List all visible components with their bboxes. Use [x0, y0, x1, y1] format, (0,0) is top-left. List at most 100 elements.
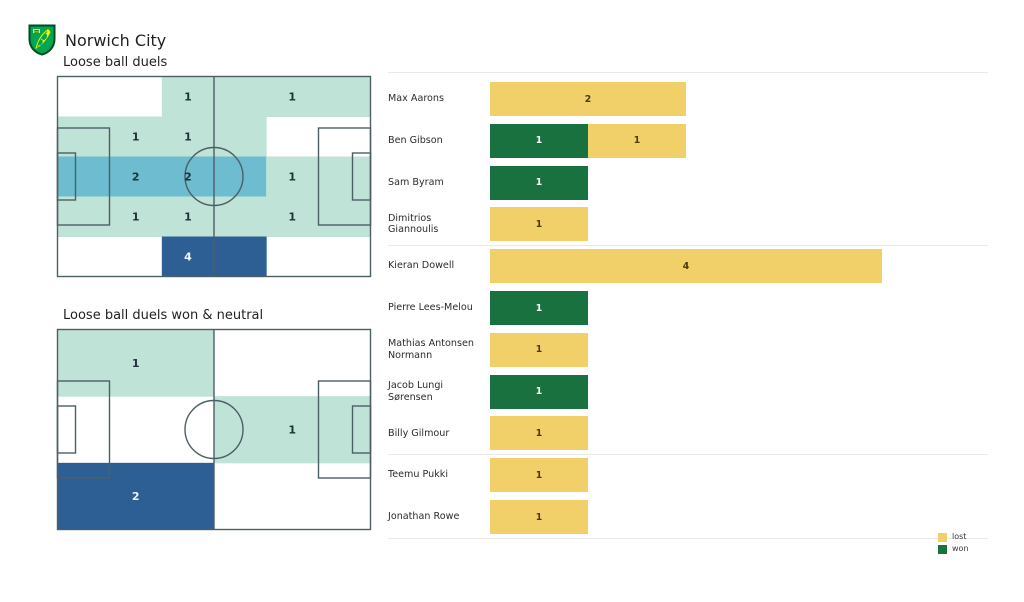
legend-label-won: won: [952, 544, 969, 553]
chart-row[interactable]: Pierre Lees-Melou 1: [388, 291, 988, 325]
pitch-heat-cell: [214, 396, 371, 464]
pitch-heat-cell: [161, 76, 215, 117]
pitch-heat-cell: [109, 116, 163, 157]
player-name-label: Pierre Lees-Melou: [388, 302, 473, 314]
stacked-bar: 1: [490, 207, 988, 242]
bar-segment-won[interactable]: 1: [490, 291, 588, 325]
pitch-cell-value: 1: [184, 211, 192, 224]
player-name-label: Max Aarons: [388, 93, 445, 105]
chart-row[interactable]: Jacob Lungi Sørensen 1: [388, 374, 988, 409]
pitch-cell-value: 2: [132, 490, 140, 503]
stacked-bar: 1: [490, 332, 988, 367]
stacked-bar: 1: [490, 458, 988, 493]
stacked-bar: 1: [490, 416, 988, 451]
team-header: Norwich City: [28, 24, 166, 56]
bar-segment-lost[interactable]: 1: [588, 123, 686, 158]
pitch-cell-value: 1: [288, 211, 296, 224]
chart-group-separator: [388, 245, 988, 247]
pitch-cell-value: 1: [184, 131, 192, 144]
bar-segment-lost[interactable]: 1: [490, 207, 588, 242]
pitch-cell-value: 1: [288, 424, 296, 437]
pitch-loose-ball-duels-won-neutral[interactable]: 1 1 2: [56, 328, 372, 531]
stacked-bar: 1: [490, 500, 988, 534]
pitch-heat-cell: [266, 196, 319, 237]
stacked-bar: 4: [490, 249, 988, 284]
pitch-heat-cell: [318, 196, 371, 237]
pitch-heat-cell: [318, 156, 371, 197]
legend-swatch-won-icon: [938, 544, 947, 554]
pitch-heat-cell: [214, 76, 267, 117]
pitch-heat-cell: [57, 196, 111, 237]
pitch-heat-cell: [266, 156, 319, 197]
pitch-cell-value: 1: [132, 211, 140, 224]
stacked-bar: 1: [490, 291, 988, 325]
stacked-bar: 1: [490, 165, 988, 200]
player-name-label: Teemu Pukki: [388, 469, 448, 481]
pitch-heat-cell: [57, 116, 111, 157]
stacked-bar: 1: [490, 374, 988, 409]
pitch-heat-cell: [214, 196, 267, 237]
legend-swatch-lost-icon: [938, 532, 947, 542]
player-name-label: Jacob Lungi Sørensen: [388, 380, 444, 403]
pitch-heat-cell: [109, 196, 163, 237]
pitch-markings: [56, 75, 372, 278]
legend-item-lost[interactable]: lost: [938, 531, 969, 543]
pitch-cell-value: 2: [132, 171, 140, 184]
pitch-markings: [56, 328, 372, 531]
pitch-heat-cell: [161, 196, 215, 237]
pitch-heat-cell: [266, 76, 319, 117]
bar-segment-lost[interactable]: 2: [490, 82, 686, 116]
pitch-heat-cell: [214, 236, 267, 277]
pitch-cell-value: 1: [288, 171, 296, 184]
pitch-heat-cell: [161, 116, 215, 157]
legend-item-won[interactable]: won: [938, 543, 969, 555]
legend-label-lost: lost: [952, 532, 967, 541]
bar-segment-won[interactable]: 1: [490, 374, 588, 409]
pitch-cell-value: 1: [184, 91, 192, 104]
pitch-heat-cell: [57, 329, 215, 397]
player-name-label: Billy Gilmour: [388, 427, 450, 439]
player-name-label: Sam Byram: [388, 176, 444, 188]
pitch-title-1: Loose ball duels: [63, 55, 168, 70]
player-name-label: Kieran Dowell: [388, 260, 455, 272]
pitch-panel-loose-ball-duels-won-neutral: Loose ball duels won & neutral 1 1 2: [56, 308, 372, 531]
chart-legend: lost won: [938, 531, 969, 555]
bar-segment-lost[interactable]: 1: [490, 416, 588, 451]
chart-row[interactable]: Max Aarons 2: [388, 82, 988, 116]
chart-row[interactable]: Teemu Pukki 1: [388, 458, 988, 493]
pitch-heat-cell: [57, 156, 111, 197]
pitch-cell-value: 2: [184, 171, 192, 184]
player-name-label: Mathias Antonsen Normann: [388, 338, 474, 361]
norwich-city-crest-icon: [28, 24, 56, 56]
pitch-heat-cell: [214, 156, 267, 197]
chart-group-separator: [388, 72, 988, 73]
player-name-label: Ben Gibson: [388, 135, 443, 147]
player-name-label: Dimitrios Giannoulis: [388, 212, 439, 236]
team-name: Norwich City: [65, 30, 167, 50]
bar-segment-lost[interactable]: 4: [490, 249, 882, 284]
pitch-heat-cell: [109, 156, 163, 197]
pitch-cell-value: 1: [132, 357, 140, 370]
chart-group-separator: [388, 537, 988, 539]
chart-group-separator: [388, 454, 988, 456]
bar-segment-won[interactable]: 1: [490, 165, 588, 200]
chart-row[interactable]: Kieran Dowell 4: [388, 249, 988, 284]
pitch-heat-cell: [161, 236, 215, 277]
chart-row[interactable]: Dimitrios Giannoulis 1: [388, 207, 988, 242]
bar-segment-lost[interactable]: 1: [490, 458, 588, 493]
pitch-heat-cell: [318, 76, 371, 117]
chart-row[interactable]: Mathias Antonsen Normann 1: [388, 332, 988, 367]
pitch-title-2: Loose ball duels won & neutral: [63, 308, 264, 323]
chart-row[interactable]: Billy Gilmour 1: [388, 416, 988, 451]
pitch-cell-value: 1: [132, 131, 140, 144]
bar-segment-lost[interactable]: 1: [490, 332, 588, 367]
chart-row[interactable]: Sam Byram 1: [388, 165, 988, 200]
bar-segment-lost[interactable]: 1: [490, 500, 588, 534]
pitch-heat-cell: [57, 462, 215, 530]
bar-segment-won[interactable]: 1: [490, 123, 588, 158]
